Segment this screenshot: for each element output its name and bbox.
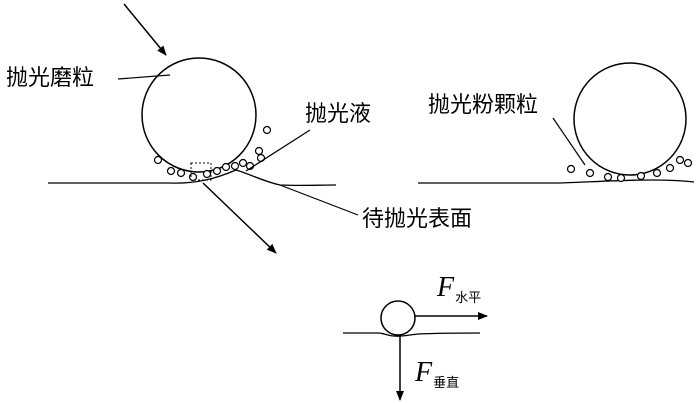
horizontal-force-symbol: F bbox=[436, 272, 455, 303]
vertical-force-subscript: 垂直 bbox=[433, 376, 459, 391]
left-surface-line bbox=[48, 169, 337, 187]
surface-to-polish-label: 待抛光表面 bbox=[362, 207, 472, 232]
incoming-force-arrow bbox=[123, 3, 167, 56]
left-panel: 抛光磨粒 抛光液 待抛光表面 bbox=[6, 3, 472, 254]
right-polishing-particles bbox=[566, 155, 693, 183]
polishing-liquid-leader bbox=[245, 129, 311, 172]
outgoing-force-arrow bbox=[202, 182, 277, 254]
abrasive-grain-label: 抛光磨粒 bbox=[6, 66, 94, 91]
right-surface-line bbox=[418, 179, 695, 184]
abrasive-grain-leader bbox=[117, 74, 171, 80]
vertical-force-label: F垂直 bbox=[414, 357, 459, 391]
detail-particle-circle bbox=[380, 300, 416, 336]
contact-region-box bbox=[190, 162, 212, 181]
horizontal-force-subscript: 水平 bbox=[455, 291, 481, 306]
horizontal-force-label: F水平 bbox=[436, 272, 481, 306]
powder-particle-leader bbox=[552, 117, 586, 166]
right-grain-circle bbox=[573, 62, 687, 176]
surface-to-polish-leader bbox=[279, 184, 359, 216]
vertical-force-symbol: F bbox=[414, 357, 433, 388]
powder-particle-label: 抛光粉颗粒 bbox=[428, 93, 538, 118]
detail-surface-line bbox=[343, 332, 481, 337]
left-polishing-particles bbox=[153, 125, 272, 182]
right-panel: 抛光粉颗粒 bbox=[418, 62, 695, 184]
polishing-liquid-label: 抛光液 bbox=[305, 102, 371, 127]
abrasive-grain-circle bbox=[141, 57, 257, 173]
force-detail: F水平 F垂直 bbox=[343, 272, 488, 401]
